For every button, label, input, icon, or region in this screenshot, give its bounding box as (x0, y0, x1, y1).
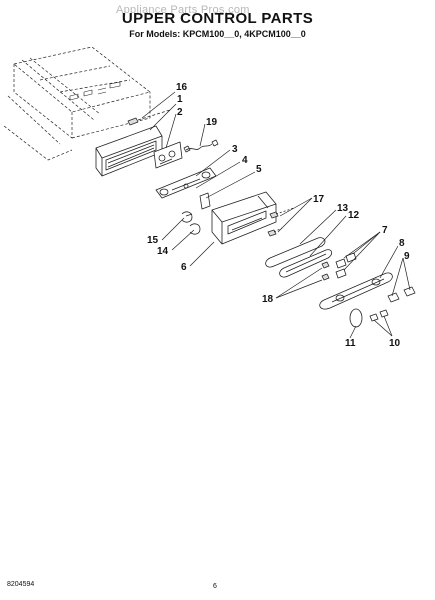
part-11-lens (349, 308, 363, 328)
callout-19: 19 (206, 117, 218, 128)
part-10-lamps (369, 309, 389, 322)
part-12-gasket (279, 249, 332, 278)
page-number: 6 (213, 583, 217, 590)
part-9-bulbs (387, 286, 416, 303)
callout-17: 17 (313, 194, 325, 205)
callout-16: 16 (176, 82, 188, 93)
callout-8: 8 (399, 238, 405, 249)
callout-13: 13 (337, 203, 349, 214)
cabinet-outline (3, 46, 151, 161)
callout-1: 1 (177, 94, 183, 105)
callout-11: 11 (345, 338, 356, 349)
callout-15: 15 (147, 235, 159, 246)
callout-5: 5 (256, 164, 262, 175)
leader-lines (141, 91, 411, 339)
part-18-screws (321, 261, 330, 281)
part-19-wire-harness (183, 139, 219, 153)
callout-9: 9 (404, 251, 410, 262)
models-subtitle: For Models: KPCM100__0, 4KPCM100__0 (129, 29, 306, 39)
callout-7: 7 (382, 225, 388, 236)
part-6-housing (211, 191, 277, 245)
callout-4: 4 (242, 155, 248, 166)
watermark-text: Appliance Parts Pros.com (116, 4, 250, 16)
part-13-gasket (265, 237, 326, 268)
part-15-clip (181, 211, 193, 223)
callout-2: 2 (177, 107, 183, 118)
part-2-switch-board (153, 141, 183, 169)
callout-18: 18 (262, 294, 274, 305)
part-16-screw (127, 109, 171, 126)
part-8-light-frame (319, 272, 393, 310)
callout-labels: 16 1 2 19 3 4 5 17 13 12 7 8 9 15 14 6 1… (147, 82, 410, 349)
callout-6: 6 (181, 262, 187, 273)
callout-12: 12 (348, 210, 360, 221)
callout-10: 10 (389, 338, 401, 349)
part-1-control-panel (95, 125, 163, 177)
part-14-clip (189, 223, 201, 235)
callout-3: 3 (232, 144, 238, 155)
part-5-plate (199, 192, 211, 210)
part-17-screws (267, 207, 295, 237)
callout-14: 14 (157, 246, 169, 257)
page-title: UPPER CONTROL PARTS (121, 10, 314, 27)
document-number: 8204594 (7, 581, 35, 588)
